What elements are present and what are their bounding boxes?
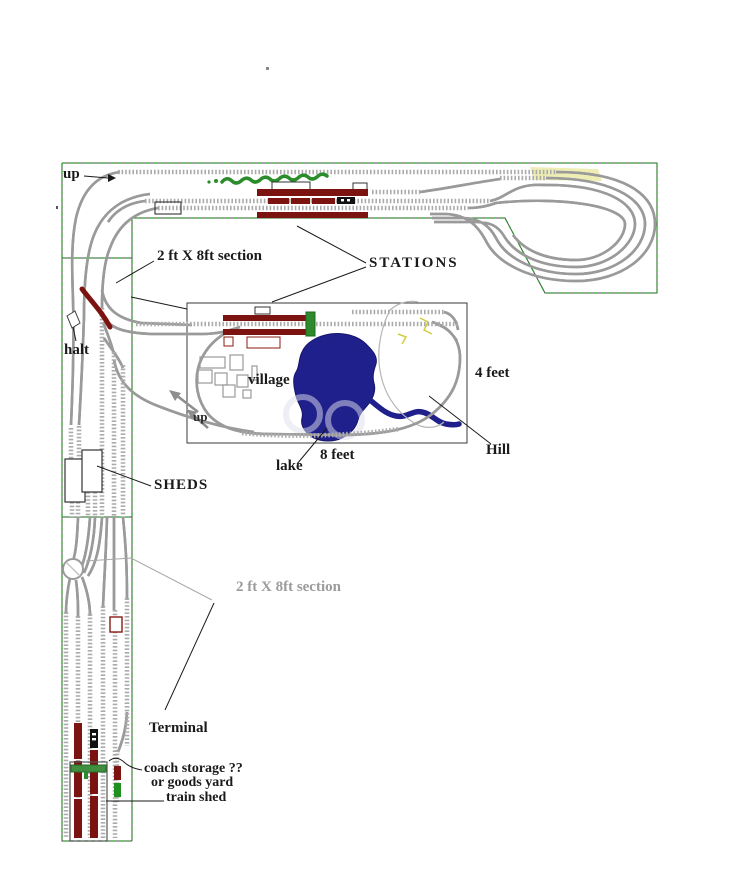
label-up-inner: up (193, 409, 208, 424)
sheds-buildings (64, 449, 103, 503)
lower-station (223, 306, 316, 349)
red-wagon (114, 766, 121, 780)
label-eight-feet: 8 feet (320, 447, 355, 463)
station-building (254, 306, 271, 315)
green-platform-end (305, 311, 316, 337)
platform (223, 329, 307, 335)
green-marker (84, 772, 88, 779)
watermark (283, 394, 365, 440)
label-terminal: Terminal (149, 720, 208, 736)
hill-contour (378, 300, 445, 428)
speck (266, 67, 269, 70)
turntable (62, 558, 84, 580)
platform (257, 189, 368, 196)
speck (56, 206, 58, 209)
halt-shelter (66, 310, 81, 329)
track-rectangle-marker (154, 201, 182, 215)
locomotive (337, 197, 355, 204)
stored-train (74, 723, 82, 838)
upper-station (207, 172, 368, 218)
yard-building (109, 616, 123, 633)
goods-building (246, 336, 281, 349)
up-arrowhead (108, 174, 116, 182)
label-top-section: 2 ft X 8ft section (157, 248, 262, 264)
up-direction-arrows (169, 390, 209, 429)
label-bottom-section: 2 ft X 8ft section (236, 579, 341, 595)
village-buildings (197, 354, 258, 399)
plain-tracks (64, 170, 657, 754)
river (367, 397, 462, 428)
halt-platform (66, 286, 113, 330)
train-shed-roof (70, 764, 107, 773)
small-building (223, 336, 234, 347)
leader-lines (72, 174, 492, 802)
label-village: village (248, 372, 290, 388)
label-hill: Hill (486, 442, 511, 458)
trees (220, 172, 329, 185)
label-train-shed: train shed (166, 790, 227, 805)
platform (223, 315, 307, 321)
baseboard-edges (61, 162, 658, 842)
label-sheds: SHEDS (154, 477, 209, 493)
platform (257, 212, 368, 218)
lake-and-river (283, 333, 462, 442)
small-building (352, 182, 368, 191)
stored-train (90, 729, 98, 838)
station-building (271, 181, 311, 191)
label-stations: STATIONS (369, 255, 459, 271)
label-four-feet: 4 feet (475, 365, 510, 381)
label-up-top: up (63, 166, 80, 182)
terminal-yard (69, 616, 123, 842)
sleepered-tracks (63, 169, 556, 838)
green-wagon (114, 783, 121, 797)
train (268, 197, 355, 204)
label-lake: lake (276, 458, 303, 474)
label-goods-yard: or goods yard (151, 775, 234, 790)
label-coach-storage: coach storage ?? (144, 761, 243, 776)
inner-scenic-board (186, 302, 468, 444)
label-halt: halt (64, 342, 90, 358)
gradient-mark-1 (419, 317, 433, 335)
gradient-mark-2 (397, 333, 408, 345)
